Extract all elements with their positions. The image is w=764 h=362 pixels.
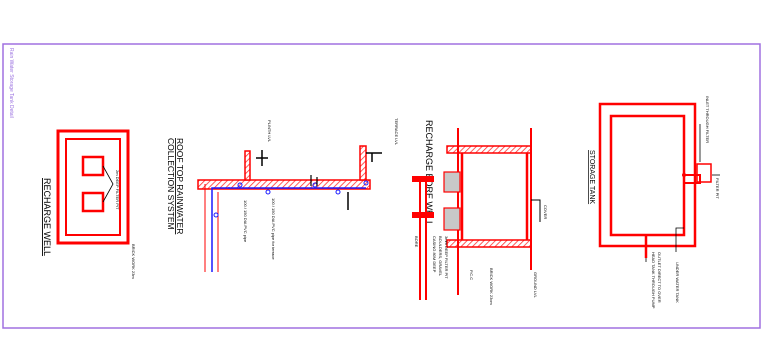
bore-gravel-label: BOULDERS, GRAVEL: [438, 236, 443, 277]
sheet-title: Rain Water Storage Tank Detail: [8, 48, 14, 118]
bore-brickwork-label: BRICK WORK 23cm: [489, 268, 494, 305]
bore-cover-leader: [531, 199, 541, 222]
bore-bottom-flange: [446, 239, 532, 248]
tank-underground-label: UNDER WATER TANK: [675, 262, 680, 303]
roof-top-section: ROOF TOP RAINWATER COLLECTION SYSTEM PLI…: [166, 118, 399, 272]
terrace-marker: [366, 152, 382, 162]
recharge-well-section: 2m DEEP FILTER PIT RECHARGE WELL BRICK W…: [42, 129, 136, 279]
bore-ground-label: GROUND LVL: [533, 272, 538, 298]
tank-filter-box: [696, 163, 712, 183]
bore-casing-label: CASING 80M DEEP: [432, 236, 437, 273]
well-chamber-2: [81, 191, 105, 213]
tank-inlet-label: INLET THROUGH FILTER: [705, 96, 710, 143]
bore-casing-cap: [412, 176, 434, 182]
bore-casing-cap-2: [412, 212, 434, 218]
bore-filter-pit-label: 3mm DEEP FILTER PIT: [444, 236, 449, 279]
bore-well-title: RECHARGE BORE WELL: [424, 120, 434, 226]
pipe-dia-label: 100 / 150 DIA PVC pipe: [243, 200, 248, 243]
tank-inlet-valve: [682, 173, 686, 177]
tank-outlet-label-2: HEAD TANK THROUGH PUMP: [651, 252, 656, 309]
pipe-fittings: [213, 180, 369, 218]
tank-underground-leader: [675, 227, 684, 252]
plinth-marker: [256, 150, 268, 166]
roof-slab: [197, 179, 371, 190]
well-filter-pit-label: 2m DEEP FILTER PIT: [115, 170, 120, 210]
well-inner-wall: [65, 138, 121, 236]
storage-tank-section: STORAGE TANK INLET THROUGH FILTER FILTER…: [588, 96, 720, 309]
bore-label: BORE: [414, 236, 419, 248]
bore-casing-left: [419, 180, 427, 300]
plinth-label: PLINTH LVL: [267, 120, 272, 143]
tank-filter-label: FILTER PIT: [715, 178, 720, 199]
storage-tank-title: STORAGE TANK: [588, 150, 595, 204]
bore-filter-media-2: [443, 207, 461, 231]
bore-well-section: RECHARGE BORE WELL COVER GROUND LVL BRIC…: [412, 120, 548, 305]
well-chamber-1: [81, 155, 105, 177]
bore-filter-media-1: [443, 171, 461, 193]
roof-title-line2: COLLECTION SYSTEM: [166, 138, 176, 230]
mid-marker: [310, 175, 318, 186]
bore-pcc-label: P.C.C: [469, 270, 474, 280]
right-parapet: [359, 145, 367, 181]
sheet-border: [2, 43, 761, 329]
well-outer-wall: [56, 129, 130, 245]
tank-outlet-label-1: OUTLET DIRECT TO OVER: [657, 252, 662, 303]
roof-title-line1: ROOF TOP RAINWATER: [175, 138, 185, 234]
bore-cover-label: COVER: [543, 205, 548, 219]
well-brickwork-label: BRICK WORK 23m: [131, 244, 136, 279]
well-leader-line: [102, 165, 114, 203]
tank-outer-wall: [598, 102, 697, 248]
tank-inner-wall: [609, 114, 686, 237]
down-pipe: [211, 187, 230, 272]
bore-box-wall: [460, 150, 529, 246]
recharge-well-title: RECHARGE WELL: [42, 178, 52, 256]
left-parapet: [244, 150, 251, 181]
pipe-main-label: 100 / 150 DIA PVC pipe for terrace: [271, 198, 276, 260]
terrace-label: TERRACE LVL: [394, 118, 399, 146]
down-pipe-casing: [204, 184, 219, 272]
bore-top-flange: [446, 145, 532, 154]
tank-inlet-pipe: [683, 174, 701, 184]
